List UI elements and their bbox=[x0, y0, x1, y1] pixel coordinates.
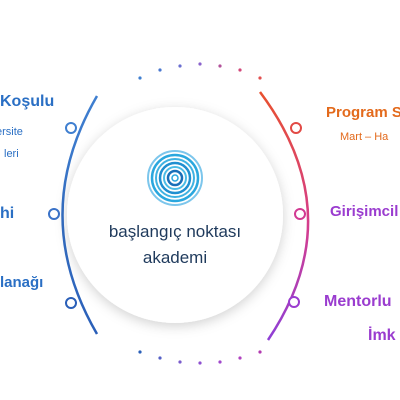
right-node-3 bbox=[288, 296, 300, 308]
right-item-3-sub: İmk bbox=[368, 327, 396, 344]
logo-line-1: başlangıç noktası bbox=[108, 222, 242, 241]
right-item-1-sub: Mart – Ha bbox=[340, 131, 389, 143]
center-circle bbox=[67, 107, 283, 323]
right-item-1-title: Program S bbox=[326, 104, 400, 121]
bottom-dotted-arc bbox=[138, 350, 262, 365]
left-node-3 bbox=[65, 297, 77, 309]
left-arc bbox=[61, 95, 99, 335]
right-item-3-title: Mentorlu bbox=[324, 293, 392, 310]
left-item-1-title: Koşulu bbox=[0, 93, 55, 110]
left-item-2-title: hi bbox=[0, 205, 15, 222]
right-arc bbox=[258, 91, 310, 341]
left-item-3-title: lanağı bbox=[0, 274, 44, 291]
left-node-1 bbox=[65, 122, 77, 134]
top-dotted-arc bbox=[138, 62, 262, 80]
logo-line-2: akademi bbox=[142, 248, 208, 267]
logo-rings-icon bbox=[147, 150, 203, 206]
right-node-2 bbox=[294, 208, 306, 220]
left-item-1-line-2: leri bbox=[4, 148, 19, 160]
left-node-2 bbox=[48, 208, 60, 220]
right-node-1 bbox=[290, 122, 302, 134]
left-item-1-line-1: ersite bbox=[0, 126, 23, 138]
right-item-2-title: Girişimcil bbox=[330, 203, 399, 220]
